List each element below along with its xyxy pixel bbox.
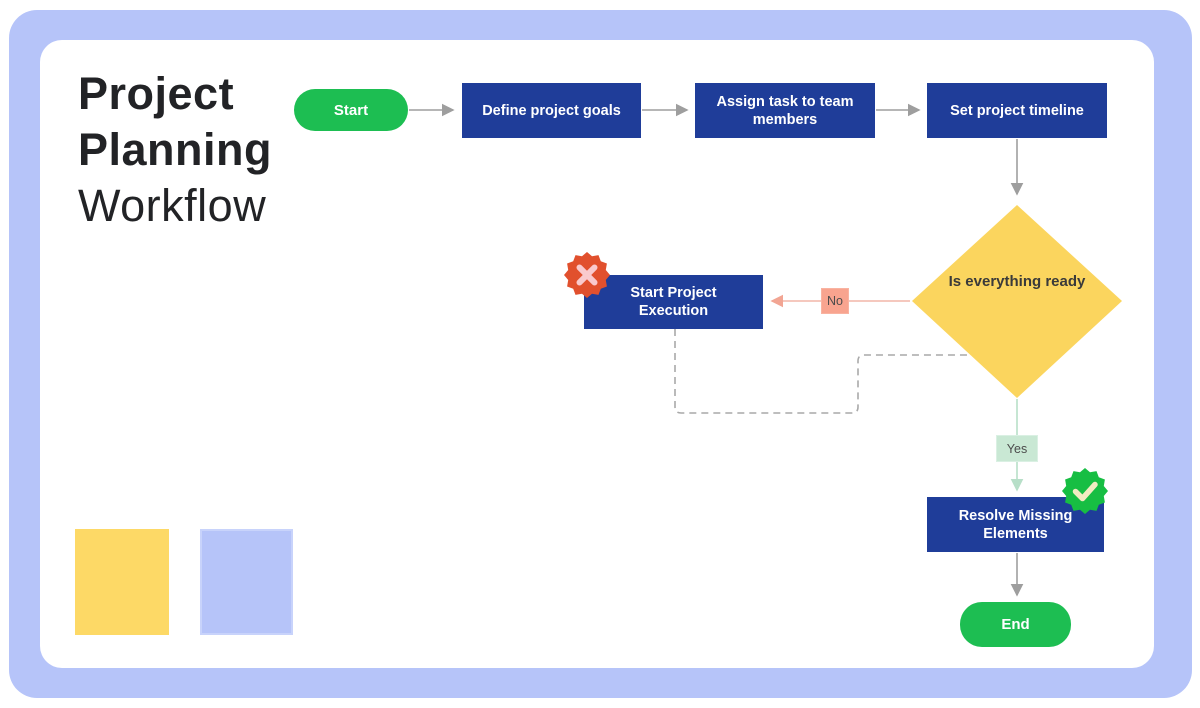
node-start-label: Start	[333, 101, 369, 119]
title-line-3: Workflow	[78, 180, 267, 231]
node-start-execution-label: Start Project Execution	[630, 285, 717, 319]
cross-seal-icon	[564, 252, 610, 298]
node-start[interactable]: Start	[294, 89, 408, 131]
node-set-timeline-label: Set project timeline	[950, 102, 1084, 119]
node-end[interactable]: End	[960, 602, 1071, 647]
node-define-goals[interactable]: Define project goals	[462, 83, 641, 138]
node-resolve-missing-label: Resolve Missing Elements	[958, 507, 1073, 542]
decision-label: Is everything ready	[948, 273, 1086, 290]
edge-label-no[interactable]: No	[821, 288, 849, 314]
legend-swatch-blue	[200, 529, 293, 635]
title-line-1: Project	[78, 68, 235, 119]
check-seal-icon	[1062, 468, 1108, 514]
title-line-2: Planning	[78, 124, 272, 175]
decision-diamond[interactable]	[912, 205, 1122, 398]
node-set-timeline[interactable]: Set project timeline	[927, 83, 1107, 138]
legend-swatch-yellow	[75, 529, 169, 635]
node-assign-tasks[interactable]: Assign task to team members	[695, 83, 875, 138]
edge-label-no-text: No	[827, 294, 843, 308]
node-assign-tasks-label: Assign task to team members	[716, 93, 854, 128]
edge-execution-loopback-dashed	[674, 329, 969, 414]
edge-label-yes[interactable]: Yes	[996, 435, 1038, 462]
node-define-goals-label: Define project goals	[482, 102, 621, 119]
edge-label-yes-text: Yes	[1006, 441, 1028, 456]
node-end-label: End	[1001, 616, 1030, 633]
node-start-execution[interactable]: Start Project Execution	[584, 275, 763, 329]
page-title: Project Planning Workflow	[78, 66, 272, 234]
